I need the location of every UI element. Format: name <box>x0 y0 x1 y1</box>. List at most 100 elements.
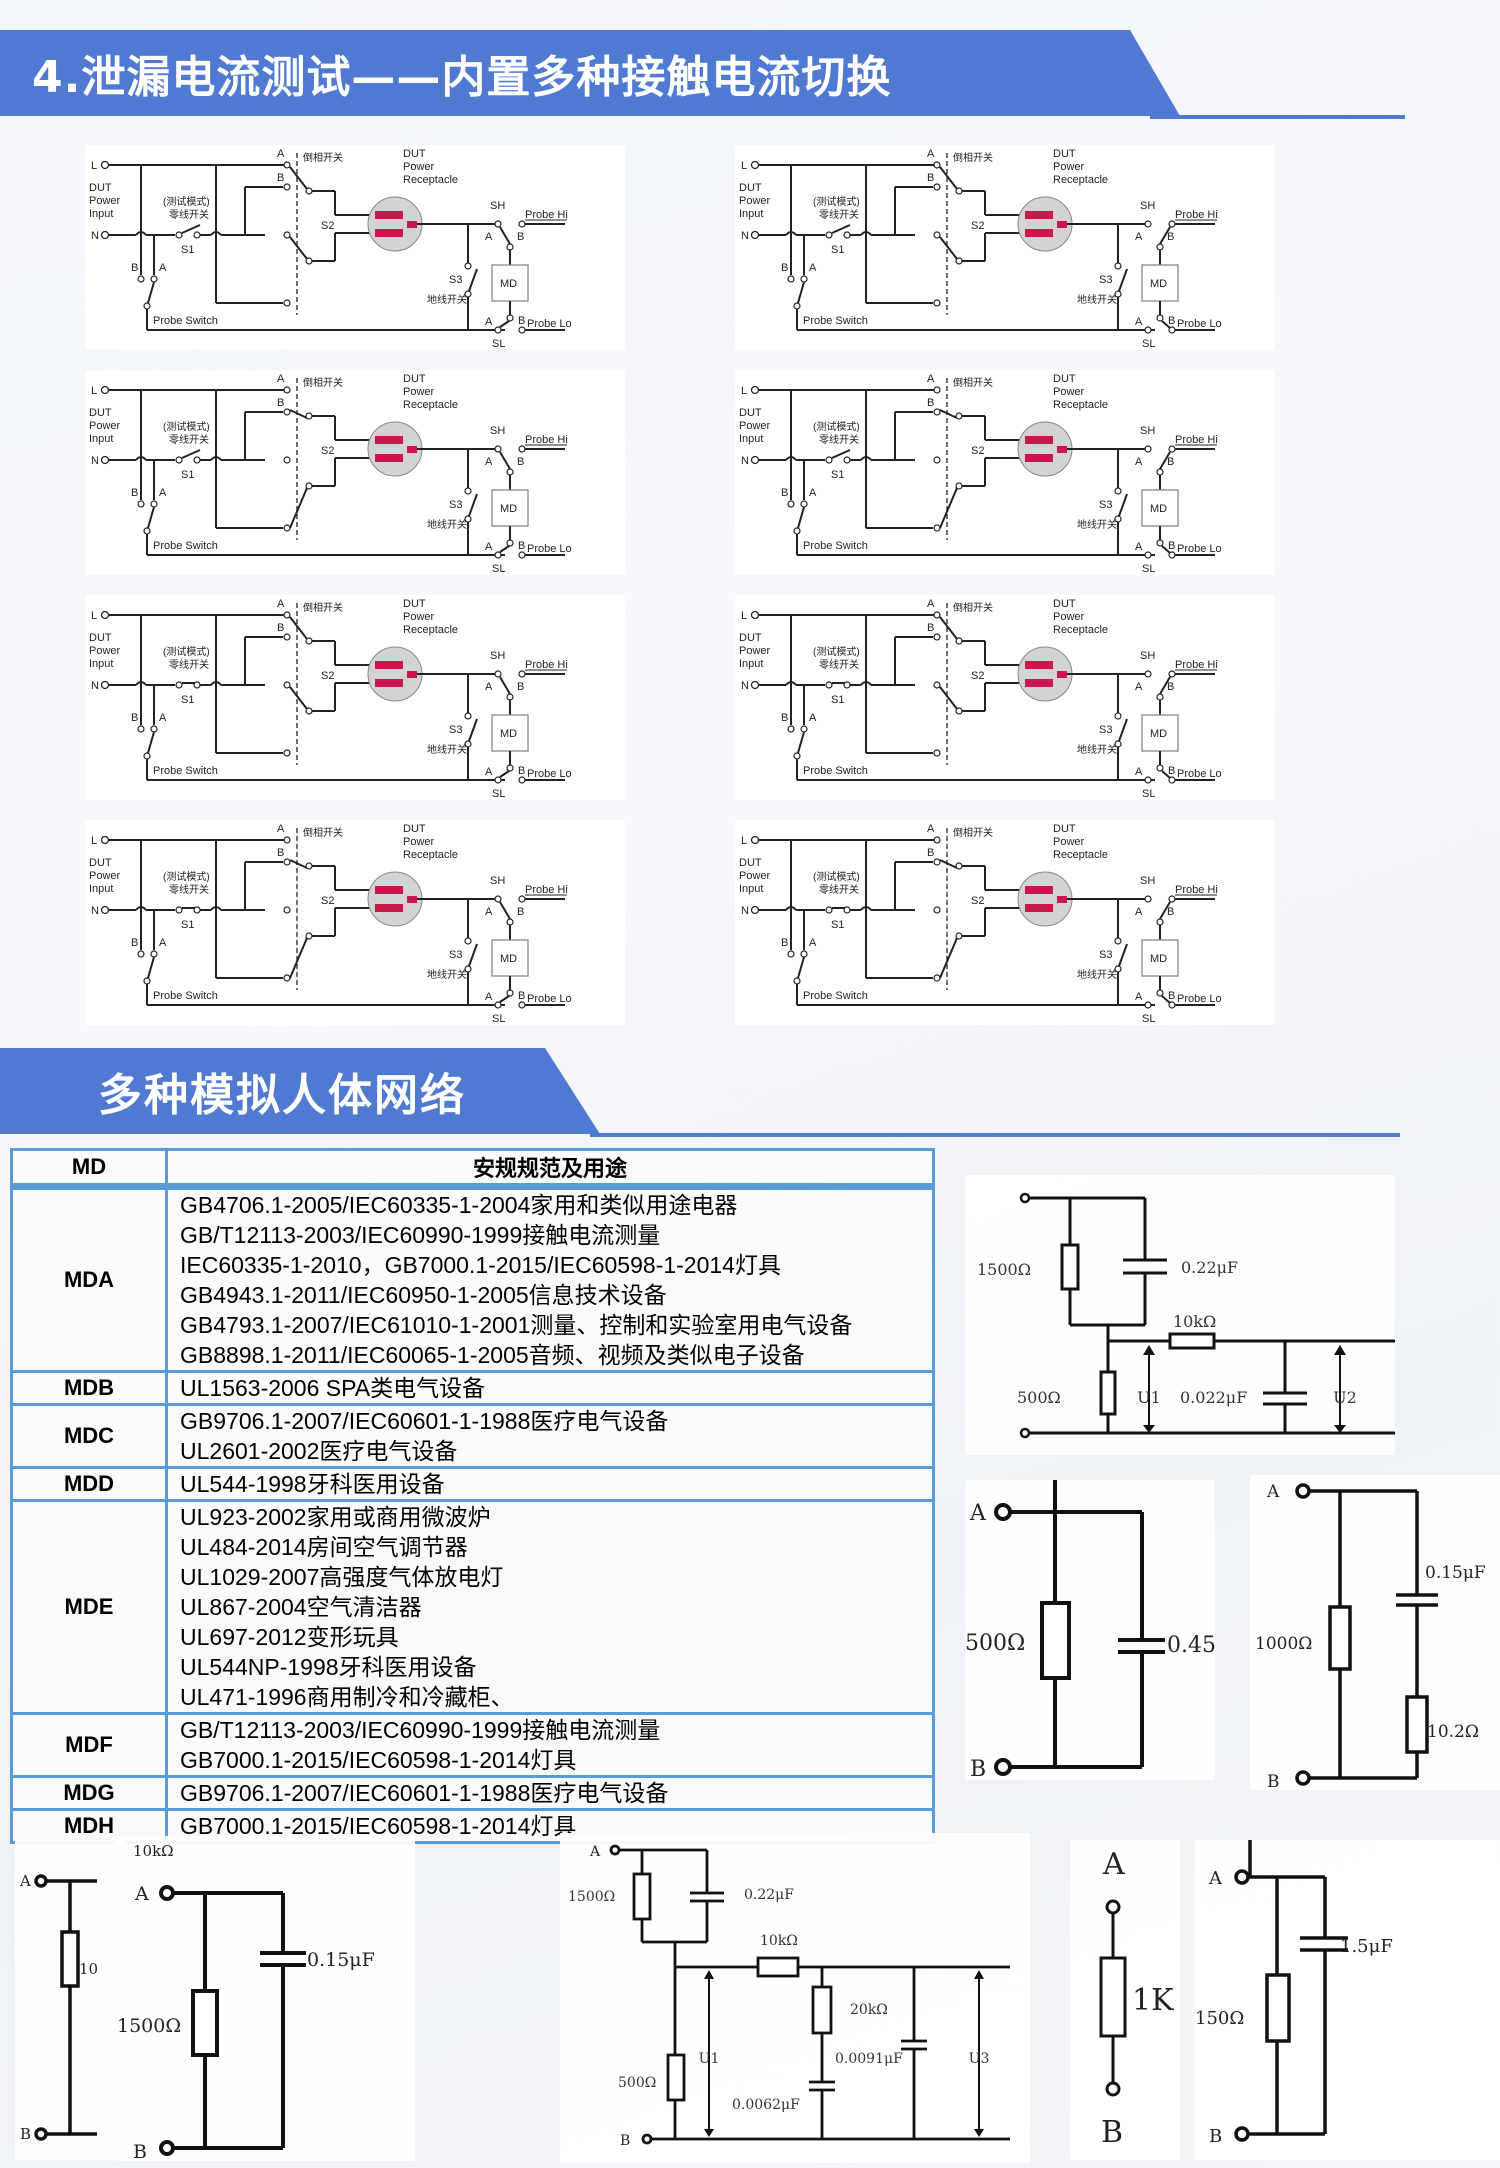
label-s2-B: B <box>927 622 934 634</box>
label-sl-B: B <box>1168 540 1175 552</box>
label-probe-switch: Probe Switch <box>153 990 218 1002</box>
standard-item: GB9706.1-2007/IEC60601-1-1988医疗电气设备 <box>180 1408 669 1434</box>
label-probe-hi: Probe Hi <box>1175 434 1218 446</box>
terminal-a <box>1295 1483 1311 1499</box>
label-dut-input-1: DUT <box>89 407 112 419</box>
label-probe-switch: Probe Switch <box>153 540 218 552</box>
terminal-N <box>100 680 110 690</box>
label-probe-A: A <box>809 937 817 949</box>
label-sl-B: B <box>1168 315 1175 327</box>
md-box <box>1141 939 1179 977</box>
label-probe-B: B <box>131 487 138 499</box>
md-box <box>1141 489 1179 527</box>
label-sh-B: B <box>517 906 524 918</box>
sl-blade <box>499 770 510 778</box>
label-receptacle-3: Receptacle <box>403 849 458 861</box>
label-S3: S3 <box>449 724 462 736</box>
label-dut-input-3: Input <box>89 883 113 895</box>
s3-blade <box>468 493 478 517</box>
label-receptacle-3: Receptacle <box>403 399 458 411</box>
terminal-a <box>994 1503 1012 1521</box>
label-S3: S3 <box>1099 949 1112 961</box>
label-probe-lo: Probe Lo <box>527 318 572 330</box>
label-N: N <box>91 230 99 242</box>
label-r2: 10kΩ <box>1173 1312 1216 1331</box>
label-r2: 10kΩ <box>760 1933 798 1949</box>
label-SH: SH <box>490 650 505 662</box>
label-b: B <box>133 2141 147 2161</box>
standard-item: UL1563-2006 SPA类电气设备 <box>180 1375 486 1401</box>
md-standards: UL1563-2006 SPA类电气设备 <box>165 1370 935 1406</box>
label-dut-input-2: Power <box>89 645 121 657</box>
s1-blade <box>831 449 851 459</box>
s2-blade-bottom <box>289 686 308 710</box>
label-L: L <box>91 610 97 622</box>
terminal-N <box>100 455 110 465</box>
label-sl-A: A <box>1135 316 1143 328</box>
label-S1: S1 <box>181 469 194 481</box>
label-S2: S2 <box>971 445 984 457</box>
label-probe-lo: Probe Lo <box>1177 543 1222 555</box>
label-sl-B: B <box>1168 990 1175 1002</box>
label-probe-switch: Probe Switch <box>153 765 218 777</box>
sh-blade <box>1159 226 1171 245</box>
circuit-svg: L DUT Power Input N S1 (测试模式) 零线开关 B A P… <box>89 598 572 800</box>
label-sh-B: B <box>1167 231 1174 243</box>
label-a: A <box>1266 1482 1280 1502</box>
standard-item: GB7000.1-2015/IEC60598-1-2014灯具 <box>180 1813 577 1839</box>
standard-item: UL867-2004空气清洁器 <box>180 1594 422 1620</box>
label-c: 0.15μF <box>1425 1563 1486 1583</box>
network-1500-015: 10kΩ A B 1500Ω 0.15μF <box>115 1836 415 2163</box>
label-probe-hi: Probe Hi <box>525 434 568 446</box>
probe-switch-blade <box>147 281 155 304</box>
s2-blade-top <box>289 616 308 640</box>
s2-blade-bottom <box>289 487 308 529</box>
label-ground-switch: 地线开关 <box>427 518 467 531</box>
label-N: N <box>741 680 749 692</box>
s2-blade-bottom <box>939 686 958 710</box>
label-probe-switch: Probe Switch <box>153 315 218 327</box>
label-receptacle-2: Power <box>403 836 435 848</box>
s3-blade <box>468 268 478 292</box>
label-neutral-switch: 零线开关 <box>819 433 859 446</box>
label-b: B <box>620 2133 630 2149</box>
label-dut-input-1: DUT <box>89 857 112 869</box>
label-receptacle-2: Power <box>403 161 435 173</box>
label-MD: MD <box>1150 953 1167 965</box>
s2-blade-top <box>939 859 958 869</box>
label-probe-B: B <box>781 937 788 949</box>
s2-blade-top <box>939 409 958 419</box>
label-neutral-switch: 零线开关 <box>819 208 859 221</box>
label-probe-hi: Probe Hi <box>525 209 568 221</box>
header-standards: 安规规范及用途 <box>165 1148 935 1190</box>
label-probe-lo: Probe Lo <box>527 993 572 1005</box>
circuit-svg: L DUT Power Input N S1 (测试模式) 零线开关 B A P… <box>89 148 572 350</box>
label-receptacle-3: Receptacle <box>1053 399 1108 411</box>
leakage-circuit-diagram: L DUT Power Input N S1 (测试模式) 零线开关 B A P… <box>735 595 1275 800</box>
label-SH: SH <box>490 875 505 887</box>
md-code: MDE <box>10 1499 168 1715</box>
label-s2-B: B <box>927 847 934 859</box>
terminal-N <box>750 680 760 690</box>
terminal-a <box>159 1885 175 1901</box>
terminal-b <box>159 2140 175 2156</box>
label-receptacle-1: DUT <box>1053 373 1076 385</box>
label-probe-B: B <box>781 487 788 499</box>
s3-blade <box>468 943 478 967</box>
label-S1: S1 <box>181 694 194 706</box>
label-receptacle-3: Receptacle <box>403 624 458 636</box>
label-probe-lo: Probe Lo <box>1177 993 1222 1005</box>
label-sl-A: A <box>1135 541 1143 553</box>
label-reverse-switch: 倒相开关 <box>303 601 343 614</box>
resistor-1500 <box>191 1989 219 2057</box>
s3-blade <box>468 718 478 742</box>
label-s2-B: B <box>277 172 284 184</box>
label-test-mode: (测试模式) <box>813 645 860 658</box>
resistor-10-2 <box>1405 1695 1429 1754</box>
label-probe-B: B <box>131 262 138 274</box>
resistor-1000 <box>1328 1605 1352 1671</box>
standard-item: UL697-2012变形玩具 <box>180 1624 399 1650</box>
label-a: A <box>19 1872 31 1890</box>
